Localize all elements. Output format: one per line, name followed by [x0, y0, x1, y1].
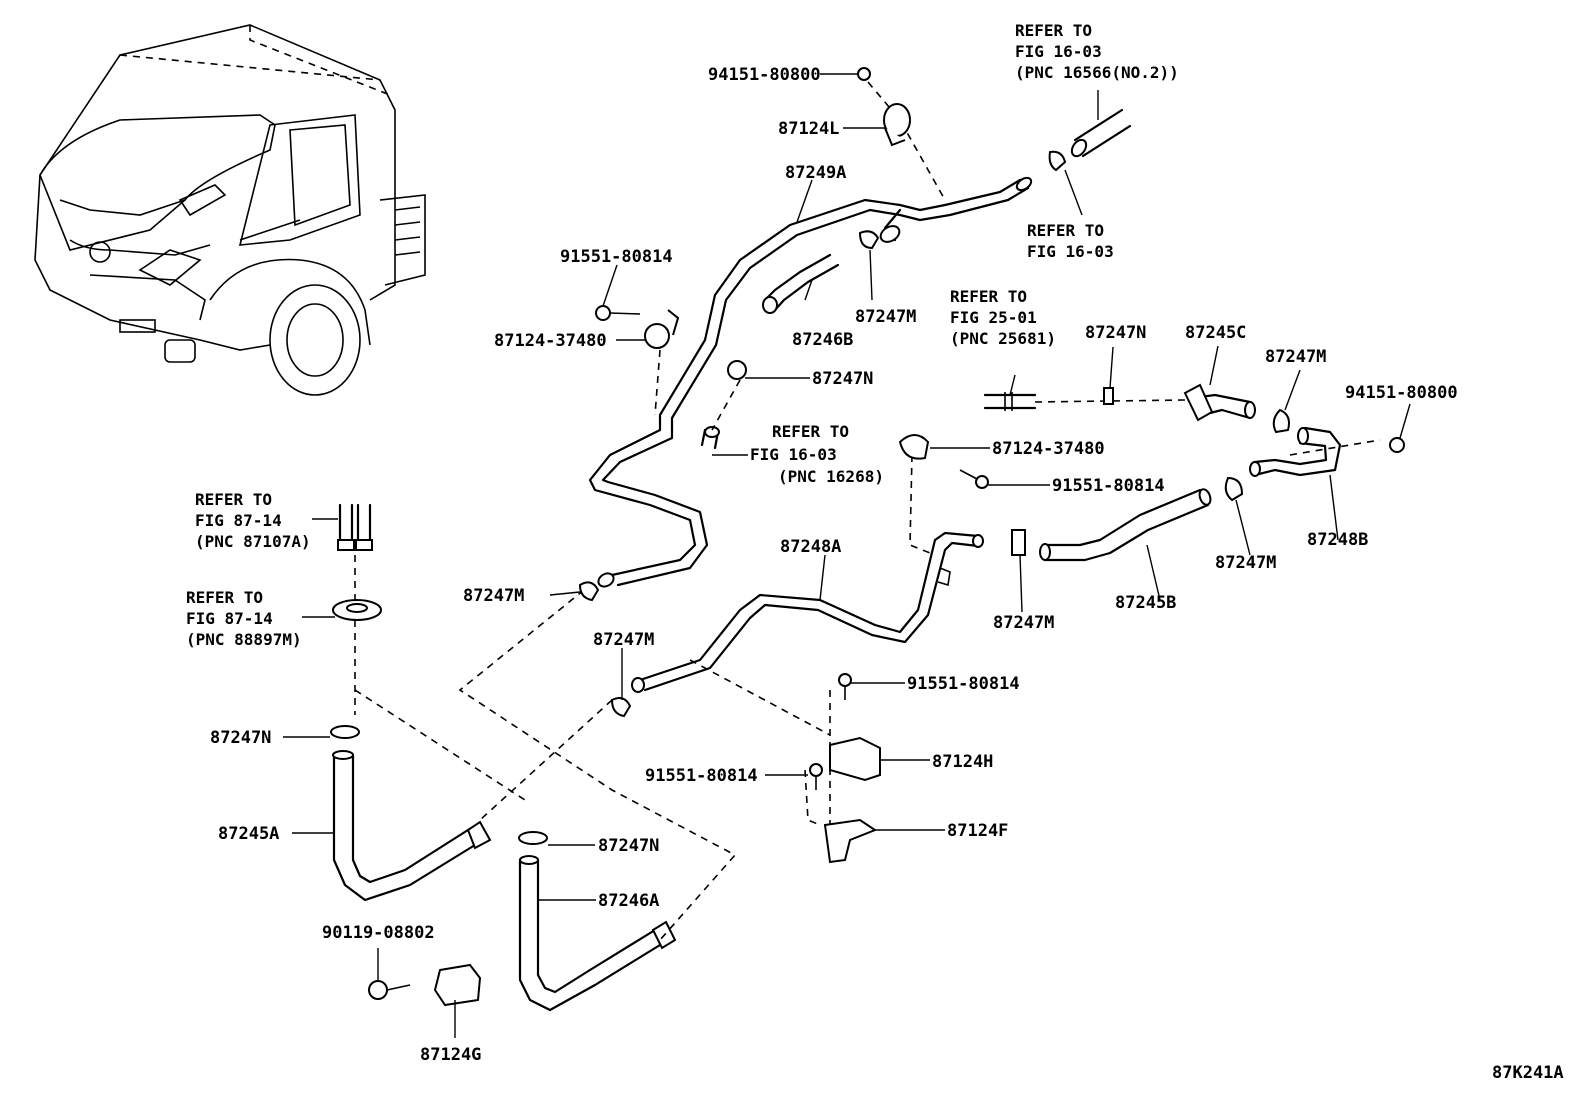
- label-87247M-f: 87247M: [593, 630, 654, 650]
- svg-text:FIG 25-01: FIG 25-01: [950, 308, 1037, 327]
- figure-id: 87K241A: [1492, 1063, 1564, 1083]
- label-87247M-d: 87247M: [993, 613, 1054, 633]
- label-87248A: 87248A: [780, 537, 841, 557]
- svg-text:REFER TO: REFER TO: [1027, 221, 1104, 240]
- label-90119-08802: 90119-08802: [322, 923, 435, 943]
- refer-fig-16-03: REFER TO FIG 16-03: [1027, 221, 1114, 261]
- svg-text:REFER TO: REFER TO: [950, 287, 1027, 306]
- label-87247M-b: 87247M: [1265, 347, 1326, 367]
- truck-cab-illustration: [34, 24, 426, 396]
- label-87246B: 87246B: [792, 330, 853, 350]
- label-91551-80814-a: 91551-80814: [560, 247, 673, 267]
- svg-text:(PNC 88897M): (PNC 88897M): [186, 630, 302, 649]
- label-87124-37480-a: 87124-37480: [494, 331, 607, 351]
- label-87124L: 87124L: [778, 119, 839, 139]
- refer-to-notes: REFER TO FIG 16-03 (PNC 16566(NO.2)) REF…: [186, 21, 1179, 649]
- svg-text:FIG 87-14: FIG 87-14: [186, 609, 273, 628]
- label-87124F: 87124F: [947, 821, 1008, 841]
- refer-fig-25-01: REFER TO FIG 25-01 (PNC 25681): [950, 287, 1056, 348]
- label-87247N-b: 87247N: [1085, 323, 1146, 343]
- refer-fig-87-14-pnc-87107a: REFER TO FIG 87-14 (PNC 87107A): [195, 490, 311, 551]
- label-87245A: 87245A: [218, 824, 279, 844]
- part-labels: 94151-80800 87124L 87249A 91551-80814 87…: [210, 65, 1564, 1083]
- svg-text:FIG 16-03: FIG 16-03: [1015, 42, 1102, 61]
- svg-text:REFER TO: REFER TO: [186, 588, 263, 607]
- svg-text:(PNC 16566(NO.2)): (PNC 16566(NO.2)): [1015, 63, 1179, 82]
- hose-pipes: [332, 108, 1381, 1012]
- label-91551-80814-c: 91551-80814: [907, 674, 1020, 694]
- svg-text:REFER TO: REFER TO: [772, 422, 849, 441]
- svg-text:FIG 16-03: FIG 16-03: [1027, 242, 1114, 261]
- label-87124G: 87124G: [420, 1045, 481, 1065]
- label-87247N-c: 87247N: [210, 728, 271, 748]
- svg-text:REFER TO: REFER TO: [195, 490, 272, 509]
- label-87246A: 87246A: [598, 891, 659, 911]
- small-parts: [330, 67, 1405, 1007]
- label-87124-37480-b: 87124-37480: [992, 439, 1105, 459]
- svg-text:REFER TO: REFER TO: [1015, 21, 1092, 40]
- refer-fig-87-14-pnc-88897m: REFER TO FIG 87-14 (PNC 88897M): [186, 588, 302, 649]
- label-87124H: 87124H: [932, 752, 993, 772]
- label-94151-80800-right: 94151-80800: [1345, 383, 1458, 403]
- label-87247M-c: 87247M: [1215, 553, 1276, 573]
- svg-text:FIG 16-03: FIG 16-03: [750, 445, 837, 464]
- label-91551-80814-b: 91551-80814: [1052, 476, 1165, 496]
- leader-lines: [283, 73, 1411, 1038]
- svg-text:(PNC 25681): (PNC 25681): [950, 329, 1056, 348]
- label-94151-80800-top: 94151-80800: [708, 65, 821, 85]
- svg-text:(PNC 16268): (PNC 16268): [778, 467, 884, 486]
- label-87247M-e: 87247M: [463, 586, 524, 606]
- label-87249A: 87249A: [785, 163, 846, 183]
- refer-fig-16-03-pnc-16268: REFER TO FIG 16-03 (PNC 16268): [750, 422, 884, 486]
- label-87247N-a: 87247N: [812, 369, 873, 389]
- svg-text:FIG 87-14: FIG 87-14: [195, 511, 282, 530]
- assembly-dashed-lines: [354, 81, 1109, 941]
- label-91551-80814-d: 91551-80814: [645, 766, 758, 786]
- svg-text:(PNC 87107A): (PNC 87107A): [195, 532, 311, 551]
- label-87245C: 87245C: [1185, 323, 1246, 343]
- label-87245B: 87245B: [1115, 593, 1176, 613]
- label-87248B: 87248B: [1307, 530, 1368, 550]
- label-87247M-a: 87247M: [855, 307, 916, 327]
- refer-fig-16-03-pnc-16566: REFER TO FIG 16-03 (PNC 16566(NO.2)): [1015, 21, 1179, 82]
- label-87247N-d: 87247N: [598, 836, 659, 856]
